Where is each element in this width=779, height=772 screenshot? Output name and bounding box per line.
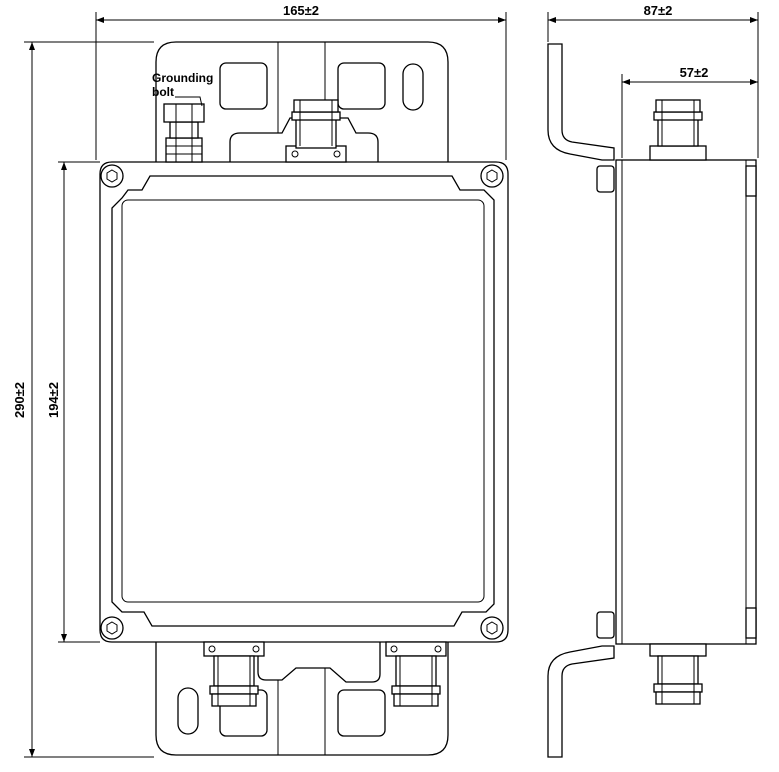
mounting-bracket-bottom <box>155 640 449 756</box>
n-connector-top <box>285 99 347 163</box>
side-bracket-bottom <box>547 645 615 758</box>
dimension-label-body-height: 194±2 <box>46 382 61 418</box>
corner-screw <box>480 616 504 640</box>
side-view: 87±2 57±2 <box>547 3 759 758</box>
bracket-square-cutout <box>337 62 386 110</box>
dimension-overall-width <box>95 12 507 160</box>
corner-screw <box>480 164 504 188</box>
corner-screw <box>100 616 124 640</box>
grounding-bolt-label-2: bolt <box>152 85 174 99</box>
side-bracket-top <box>547 43 615 161</box>
grounding-bolt <box>163 103 205 163</box>
lid-inner-face <box>121 199 485 603</box>
dimension-label-overall-width: 165±2 <box>283 3 319 18</box>
side-n-connector-bottom <box>649 643 707 705</box>
side-grounding-bolt <box>596 165 615 193</box>
side-grounding-bolt <box>596 611 615 639</box>
mounting-bracket-top <box>155 41 449 165</box>
dimension-label-overall-height: 290±2 <box>12 382 27 418</box>
side-enclosure-body <box>615 159 757 645</box>
bracket-boss-bottom <box>257 640 381 683</box>
side-lid-edge <box>745 165 757 197</box>
grounding-bolt-label: Grounding <box>152 71 213 85</box>
bracket-oval-slot <box>402 63 424 111</box>
bracket-oval-slot <box>177 687 199 735</box>
grounding-leader-line <box>175 96 203 107</box>
bracket-square-cutout <box>219 62 268 110</box>
enclosure-lid <box>111 175 495 627</box>
side-n-connector-top <box>649 99 707 161</box>
enclosure-flange <box>99 161 509 643</box>
dimension-label-side-body-depth: 57±2 <box>680 65 709 80</box>
front-view: 165±2 290±2 194±2 Grounding bolt <box>12 3 509 758</box>
corner-screw <box>100 164 124 188</box>
n-connector-bottom-right <box>385 641 447 707</box>
n-connector-bottom-left <box>203 641 265 707</box>
dimension-side-depth <box>547 12 759 158</box>
dimension-label-side-depth: 87±2 <box>644 3 673 18</box>
dimension-overall-height <box>24 41 154 758</box>
dimension-side-body-depth <box>621 74 759 158</box>
bracket-square-cutout <box>337 689 386 737</box>
dimension-body-height <box>58 161 100 643</box>
side-lid-edge <box>745 607 757 639</box>
